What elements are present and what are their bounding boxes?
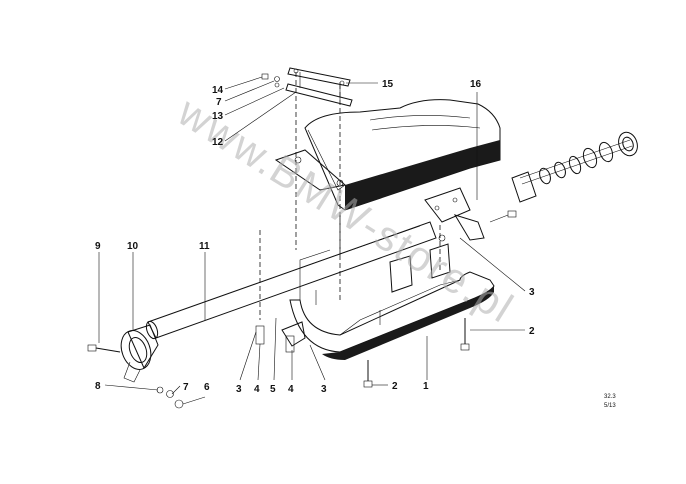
callout-8: 8: [95, 381, 101, 392]
reference-code: 32.3 5/13: [604, 394, 616, 409]
screw-4-5: [255, 321, 306, 353]
callout-12: 12: [212, 137, 224, 148]
callout-2-bottom: 2: [392, 381, 398, 392]
callout-9: 9: [95, 241, 101, 252]
screw-2-bottom: [363, 360, 373, 388]
callout-1: 1: [423, 381, 429, 392]
callout-6: 6: [204, 382, 210, 393]
bearing-collar: [120, 324, 159, 383]
callout-16: 16: [470, 79, 482, 90]
callout-4-right: 4: [288, 384, 294, 395]
callout-2-right: 2: [529, 326, 535, 337]
callout-7-top: 7: [216, 97, 222, 108]
callout-labels: 14 7 13 12 15 16 9 10 11 3 2 3 4 5 4 3 2…: [95, 79, 535, 395]
callout-3-mid: 3: [321, 384, 327, 395]
callout-15: 15: [382, 79, 394, 90]
callout-3-right: 3: [529, 287, 535, 298]
upper-column-cover: [274, 99, 501, 211]
callout-11: 11: [199, 241, 210, 252]
small-screw-14: [261, 73, 280, 88]
callout-3-left: 3: [236, 384, 242, 395]
leader-lines: [98, 76, 526, 405]
bearing-stack: [511, 131, 638, 203]
ref-line-1: 32.3: [604, 394, 616, 400]
assembly-lines: [259, 72, 441, 320]
nut-washer-6-7-8: [156, 386, 184, 409]
callout-14: 14: [212, 85, 224, 96]
lower-column-cover: [289, 243, 495, 360]
callout-4-left: 4: [254, 384, 260, 395]
callout-5: 5: [270, 384, 276, 395]
callout-10: 10: [127, 241, 139, 252]
callout-7-bottom: 7: [183, 382, 189, 393]
screw-2-right: [460, 318, 470, 351]
screw-9: [87, 344, 121, 353]
column-bracket: [424, 187, 517, 242]
ref-line-2: 5/13: [604, 403, 616, 409]
callout-13: 13: [212, 111, 224, 122]
